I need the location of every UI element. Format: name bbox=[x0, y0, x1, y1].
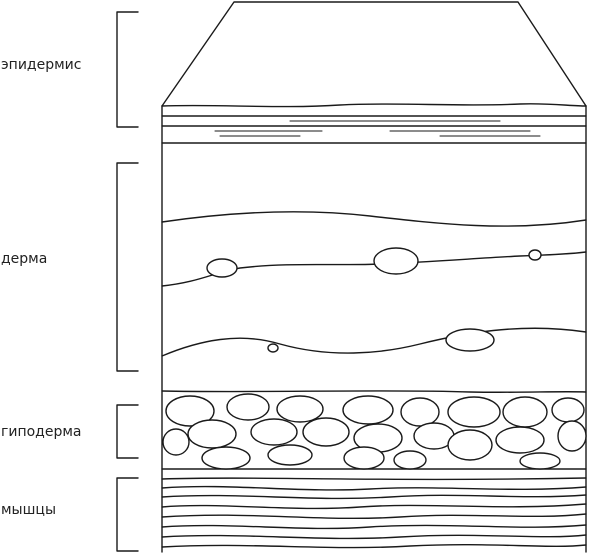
dermis-fiber bbox=[161, 211, 587, 227]
fat-cell bbox=[551, 397, 585, 423]
fat-cell bbox=[165, 395, 215, 427]
dermis-layer bbox=[161, 211, 587, 393]
bracket-hypodermis bbox=[116, 404, 139, 459]
layer-brackets bbox=[116, 11, 139, 552]
label-epidermis: эпидермис bbox=[1, 57, 81, 73]
fat-cell bbox=[267, 444, 313, 466]
dermis-cell bbox=[206, 258, 238, 278]
muscle-fiber bbox=[161, 494, 587, 500]
muscle-fiber bbox=[161, 477, 587, 481]
fat-cell bbox=[557, 420, 587, 452]
bracket-muscles bbox=[116, 477, 139, 552]
fat-cell bbox=[201, 446, 251, 470]
muscle-fiber bbox=[161, 503, 587, 510]
fat-cell bbox=[276, 395, 324, 423]
dermis-cell bbox=[445, 328, 495, 352]
dermis-boundary bbox=[161, 390, 587, 393]
fat-cell bbox=[342, 395, 394, 425]
fat-cell bbox=[250, 418, 298, 446]
bracket-epidermis bbox=[116, 11, 139, 128]
surface-top bbox=[161, 1, 587, 107]
muscle-fiber bbox=[161, 534, 587, 540]
label-dermis: дерма bbox=[1, 251, 47, 267]
muscle-layer bbox=[161, 477, 587, 549]
fat-cell bbox=[519, 452, 561, 470]
layer-labels: эпидермис дерма гиподерма мышцы bbox=[1, 57, 82, 518]
dermis-cell bbox=[373, 247, 419, 275]
fat-cell bbox=[187, 419, 237, 449]
fat-cell bbox=[302, 417, 350, 447]
muscle-fiber bbox=[161, 524, 587, 530]
surface-edge bbox=[161, 103, 587, 108]
fat-cell bbox=[495, 426, 545, 454]
bracket-dermis bbox=[116, 162, 139, 372]
fat-cell bbox=[162, 428, 190, 456]
muscle-fiber bbox=[161, 544, 587, 549]
dermis-cell bbox=[267, 343, 279, 353]
fat-cell bbox=[502, 396, 548, 428]
dermis-cell bbox=[528, 249, 542, 261]
epidermis-layer bbox=[161, 115, 587, 144]
muscle-fiber bbox=[161, 485, 587, 491]
fat-cell bbox=[343, 446, 385, 470]
fat-cell bbox=[447, 396, 501, 428]
label-muscles: мышцы bbox=[1, 502, 56, 518]
label-hypodermis: гиподерма bbox=[1, 424, 82, 440]
fat-cell bbox=[447, 429, 493, 461]
hypodermis-layer bbox=[161, 393, 587, 470]
fat-cell bbox=[393, 450, 427, 470]
skin-surface bbox=[161, 1, 587, 108]
dermis-vessel bbox=[161, 327, 587, 357]
fat-cell bbox=[226, 393, 270, 421]
fat-cell bbox=[400, 397, 440, 427]
muscle-fiber bbox=[161, 513, 587, 520]
